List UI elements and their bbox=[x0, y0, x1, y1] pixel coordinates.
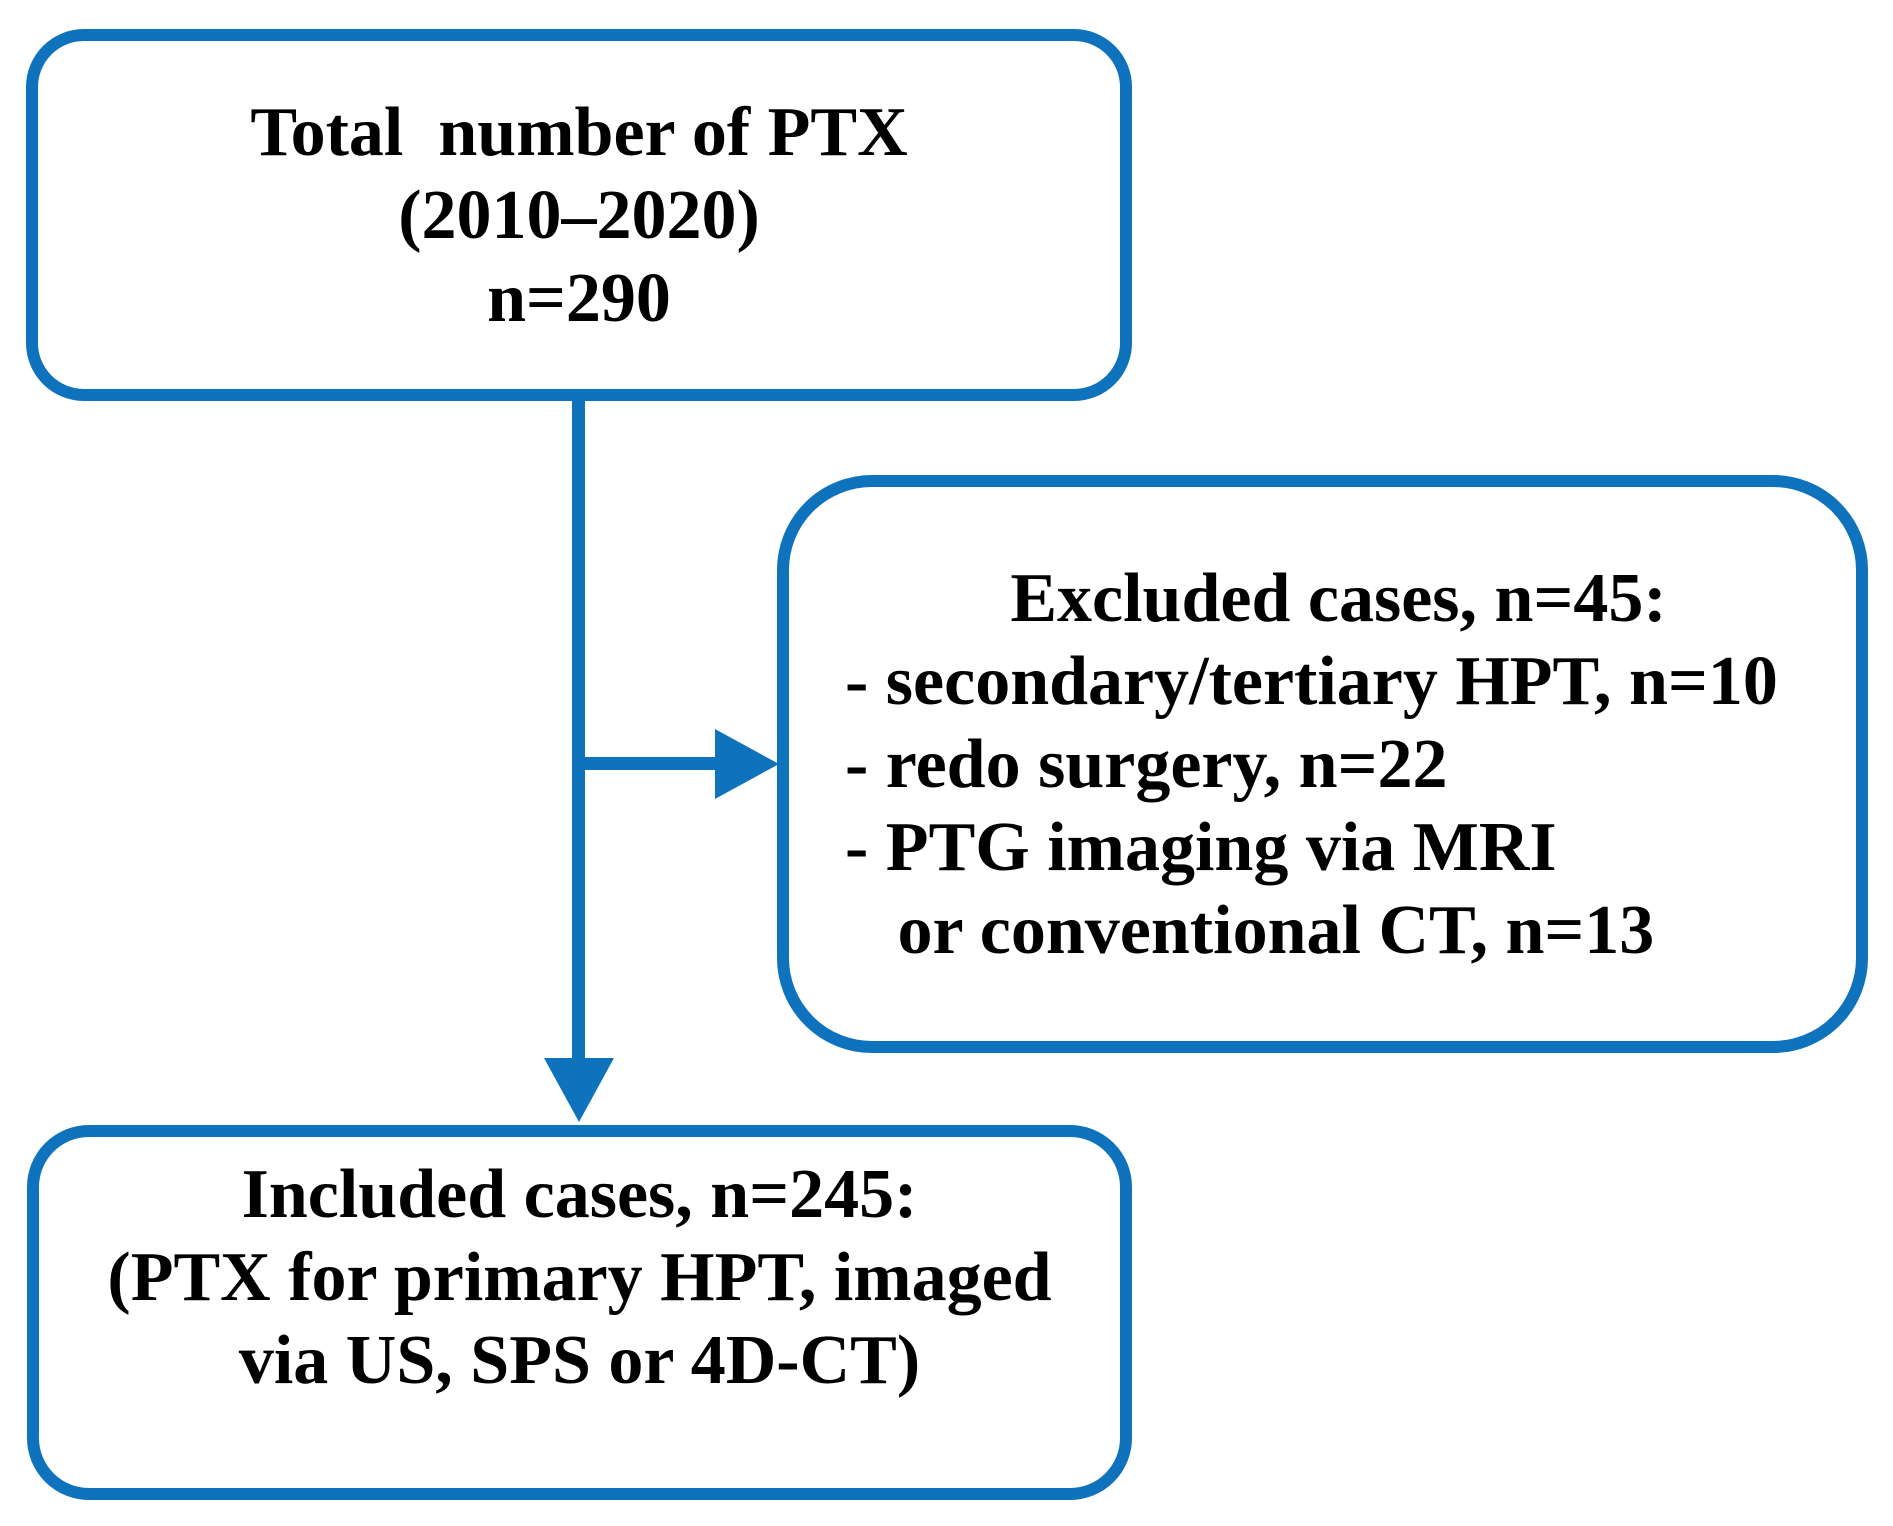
arrow-right-icon bbox=[715, 729, 779, 799]
included-line-1: Included cases, n=245: bbox=[241, 1156, 918, 1233]
excluded-item-2: - redo surgery, n=22 bbox=[845, 725, 1448, 803]
excluded-item-3: - PTG imaging via MRI bbox=[845, 808, 1557, 886]
total-line-1: Total number of PTX bbox=[250, 93, 908, 171]
included-line-2: (PTX for primary HPT, imaged bbox=[107, 1239, 1052, 1316]
node-total-ptx: Total number of PTX (2010–2020) n=290 bbox=[26, 29, 1132, 401]
total-line-3: n=290 bbox=[487, 259, 671, 337]
node-excluded-cases: Excluded cases, n=45: - secondary/tertia… bbox=[777, 475, 1868, 1053]
excluded-item-3-continued: or conventional CT, n=13 bbox=[845, 891, 1655, 969]
connector-horizontal-line bbox=[578, 757, 715, 770]
arrow-down-icon bbox=[544, 1058, 614, 1122]
total-line-2: (2010–2020) bbox=[398, 176, 760, 254]
excluded-item-1: - secondary/tertiary HPT, n=10 bbox=[845, 642, 1778, 720]
node-included-cases: Included cases, n=245: (PTX for primary … bbox=[27, 1125, 1132, 1500]
excluded-title: Excluded cases, n=45: bbox=[1010, 559, 1667, 637]
connector-vertical-line bbox=[572, 398, 585, 1062]
included-line-3: via US, SPS or 4D-CT) bbox=[238, 1322, 921, 1399]
